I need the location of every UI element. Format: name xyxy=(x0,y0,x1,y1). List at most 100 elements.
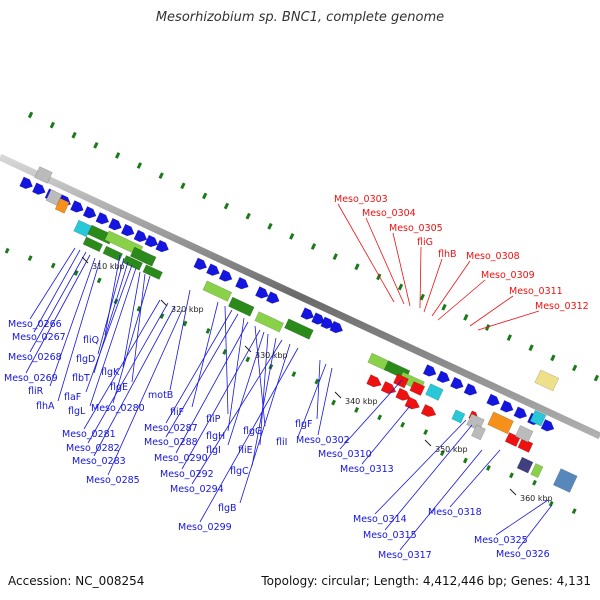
gc-dot xyxy=(463,314,469,321)
gene-arrow xyxy=(206,263,220,276)
gene-arrow xyxy=(449,376,464,390)
gene-label: flgD xyxy=(76,354,95,365)
gene-block xyxy=(82,236,104,253)
gc-dot xyxy=(506,334,512,341)
gc-dot xyxy=(314,378,320,385)
gene-label: Meso_0318 xyxy=(428,507,482,518)
gc-dot xyxy=(180,182,186,190)
gene-arrow xyxy=(404,396,420,410)
gc-dot xyxy=(4,247,10,254)
leader-line xyxy=(339,379,403,450)
gc-dot xyxy=(49,121,55,129)
gc-dot xyxy=(96,277,102,284)
gene-label: Meso_0288 xyxy=(144,437,198,448)
tick-mark xyxy=(81,256,89,264)
gc-dot xyxy=(377,414,383,421)
gc-dot xyxy=(462,457,468,464)
gene-label: flgE xyxy=(110,382,128,393)
gene-label: Meso_0309 xyxy=(481,270,535,281)
label-leader-lines xyxy=(25,203,553,551)
gc-dot xyxy=(400,421,406,428)
leader-line xyxy=(449,449,501,508)
leader-line xyxy=(104,254,121,336)
gene-label: Meso_0313 xyxy=(340,464,394,475)
leader-line xyxy=(89,267,137,407)
leader-line xyxy=(29,251,87,353)
gc-dot xyxy=(332,253,338,260)
leader-line xyxy=(181,329,261,470)
gene-label: flbT xyxy=(72,373,90,384)
backbone xyxy=(0,153,600,440)
gene-block xyxy=(487,411,514,435)
gene-label: Meso_0267 xyxy=(12,332,66,343)
gene-arrow xyxy=(133,229,148,243)
gc-dot xyxy=(182,320,188,327)
genome-summary: Topology: circular; Length: 4,412,446 bp… xyxy=(261,574,591,588)
gene-label: Meso_0302 xyxy=(296,435,350,446)
gc-dot xyxy=(136,305,142,312)
gene-block xyxy=(530,463,544,479)
leader-line xyxy=(259,333,269,446)
gene-label: motB xyxy=(148,390,173,401)
gc-dot xyxy=(354,263,360,271)
gene-arrow xyxy=(155,239,169,253)
gc-dot xyxy=(486,465,491,471)
gene-label: Meso_0308 xyxy=(466,251,520,262)
gene-block xyxy=(451,409,466,424)
gene-label: Meso_0310 xyxy=(318,449,372,460)
gene-glyphs xyxy=(19,166,578,493)
leader-line xyxy=(191,339,283,485)
gene-block xyxy=(45,189,63,206)
leader-line xyxy=(227,317,245,432)
tick-mark xyxy=(160,299,168,307)
leader-line xyxy=(297,363,327,438)
gene-label: flaF xyxy=(64,392,81,403)
tick-mark xyxy=(334,391,342,399)
gene-block xyxy=(529,409,547,427)
gc-dot xyxy=(423,429,429,436)
leader-line xyxy=(224,305,229,415)
gene-label: Meso_0312 xyxy=(535,301,589,312)
gene-arrow xyxy=(218,269,233,282)
gene-block xyxy=(34,166,53,184)
gene-label: fliQ xyxy=(83,335,99,346)
leader-line xyxy=(165,309,233,424)
leader-line xyxy=(49,257,96,387)
gc-dot xyxy=(71,131,77,139)
gene-label: fliI xyxy=(276,437,287,448)
gene-arrow xyxy=(255,286,269,299)
gene-arrow xyxy=(120,223,135,237)
backbone-group xyxy=(0,153,600,440)
gc-dot xyxy=(223,202,230,210)
leader-line xyxy=(97,257,125,355)
gc-dot xyxy=(571,508,577,515)
gene-arrow xyxy=(486,393,500,407)
gc-dot xyxy=(245,212,251,220)
gene-label: flhB xyxy=(438,249,457,260)
gene-block xyxy=(471,424,486,441)
gc-dot xyxy=(528,344,534,352)
leader-line xyxy=(107,309,183,476)
leader-line xyxy=(83,299,161,430)
gene-block xyxy=(514,425,534,443)
leader-line xyxy=(169,289,191,391)
gc-dot xyxy=(419,293,425,301)
gc-dot xyxy=(27,111,34,119)
tick-mark xyxy=(509,488,517,496)
gene-label: fliR xyxy=(28,386,44,397)
gene-arrow xyxy=(265,291,280,304)
gc-dot xyxy=(245,356,251,363)
gene-label: Meso_0290 xyxy=(154,453,208,464)
gene-label: fliE xyxy=(238,445,253,456)
gene-block xyxy=(553,468,578,493)
gene-label: Meso_0299 xyxy=(178,522,232,533)
gene-label: Meso_0266 xyxy=(8,319,62,330)
leader-line xyxy=(469,295,514,327)
gene-block xyxy=(228,296,255,317)
leader-line xyxy=(175,321,249,454)
gc-dot xyxy=(509,472,514,479)
leader-line xyxy=(495,499,549,536)
leader-line xyxy=(112,275,151,404)
gene-arrow xyxy=(235,276,249,290)
